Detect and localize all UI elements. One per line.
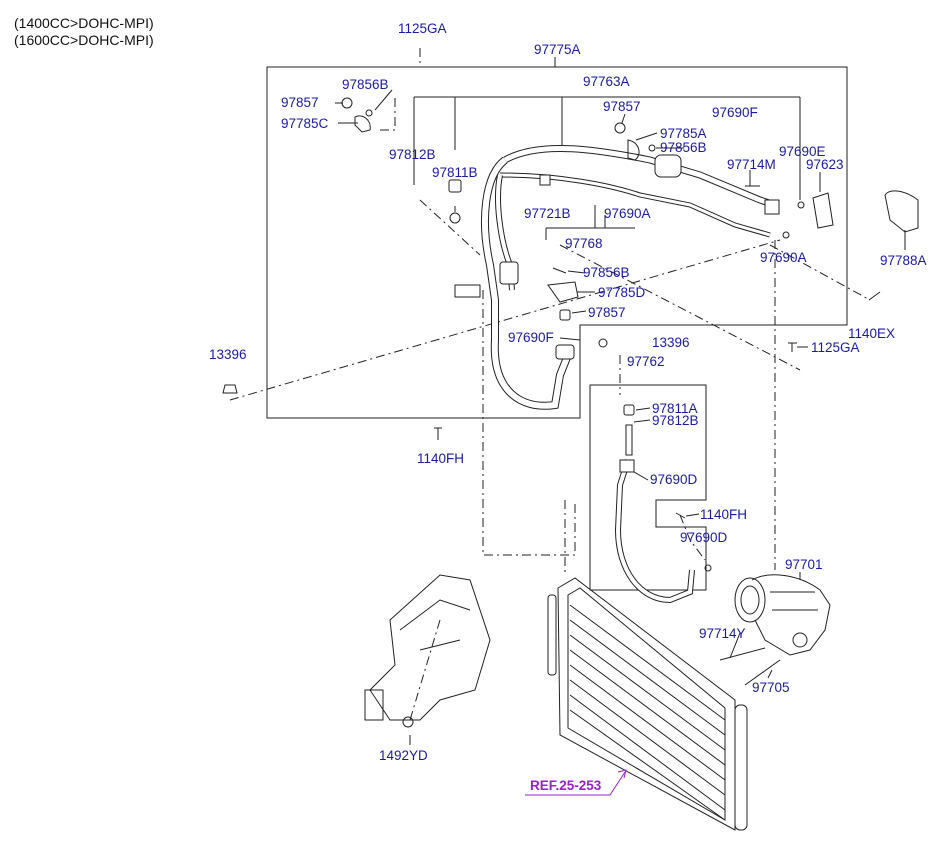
guide-line <box>419 199 481 256</box>
bracket-97763A <box>413 96 801 200</box>
part-label-97768[interactable]: 97768 <box>565 236 603 251</box>
part-label-97812B[interactable]: 97812B <box>652 413 699 428</box>
part-label-97812B[interactable]: 97812B <box>389 147 436 162</box>
guide-line <box>380 97 396 131</box>
part-label-97762[interactable]: 97762 <box>627 354 665 369</box>
hose-group-frame <box>589 384 707 591</box>
guide-line <box>679 514 706 561</box>
part-label-97721B[interactable]: 97721B <box>524 206 571 221</box>
guide-line <box>409 619 441 721</box>
part-label-97690E[interactable]: 97690E <box>779 144 826 159</box>
part-label-97690A[interactable]: 97690A <box>604 206 651 221</box>
part-label-97785D[interactable]: 97785D <box>598 285 646 300</box>
part-label-1140FH[interactable]: 1140FH <box>417 451 465 466</box>
part-label-97811B[interactable]: 97811B <box>432 165 478 180</box>
guide-line <box>482 290 576 556</box>
part-label-97775A[interactable]: 97775A <box>534 42 581 57</box>
part-label-97690F[interactable]: 97690F <box>712 105 758 120</box>
part-label-97785A[interactable]: 97785A <box>660 126 707 141</box>
part-label-97856B[interactable]: 97856B <box>660 140 707 155</box>
part-label-1125GA[interactable]: 1125GA <box>811 340 860 355</box>
part-label-1492YD[interactable]: 1492YD <box>379 748 428 763</box>
part-label-1125GA[interactable]: 1125GA <box>398 21 447 36</box>
part-label-97714M[interactable]: 97714M <box>727 157 776 172</box>
part-label-97623[interactable]: 97623 <box>806 157 844 172</box>
part-label-97763A[interactable]: 97763A <box>583 74 630 89</box>
part-label-97857[interactable]: 97857 <box>603 99 641 114</box>
part-label-97690D[interactable]: 97690D <box>680 530 728 545</box>
part-label-97785C[interactable]: 97785C <box>281 116 329 131</box>
engine-spec-line-2: (1600CC>DOHC-MPI) <box>14 32 154 48</box>
part-label-97701[interactable]: 97701 <box>785 557 823 572</box>
part-label-13396[interactable]: 13396 <box>652 335 690 350</box>
part-label-97714Y[interactable]: 97714Y <box>699 626 746 641</box>
part-label-97857[interactable]: 97857 <box>281 95 319 110</box>
ref-arrow <box>525 771 626 796</box>
part-label-97690D[interactable]: 97690D <box>650 472 698 487</box>
guide-line <box>769 244 871 301</box>
part-label-97857[interactable]: 97857 <box>588 305 626 320</box>
bracket-97768 <box>545 205 635 240</box>
main-frame <box>266 66 848 419</box>
guide-line <box>229 239 781 401</box>
part-label-97856B[interactable]: 97856B <box>583 265 630 280</box>
part-label-97690A[interactable]: 97690A <box>760 250 807 265</box>
part-label-97705[interactable]: 97705 <box>752 680 790 695</box>
part-label-97811A[interactable]: 97811A <box>652 401 698 416</box>
part-label-97788A[interactable]: 97788A <box>880 253 927 268</box>
reference-link[interactable]: REF.25-253 <box>530 778 602 793</box>
part-label-97690F[interactable]: 97690F <box>508 330 554 345</box>
part-label-1140EX[interactable]: 1140EX <box>848 326 896 341</box>
engine-spec-line-1: (1400CC>DOHC-MPI) <box>14 15 154 31</box>
part-label-97856B[interactable]: 97856B <box>342 77 389 92</box>
part-label-13396[interactable]: 13396 <box>209 347 247 362</box>
guide-line <box>559 244 801 371</box>
part-label-1140FH[interactable]: 1140FH <box>700 507 748 522</box>
